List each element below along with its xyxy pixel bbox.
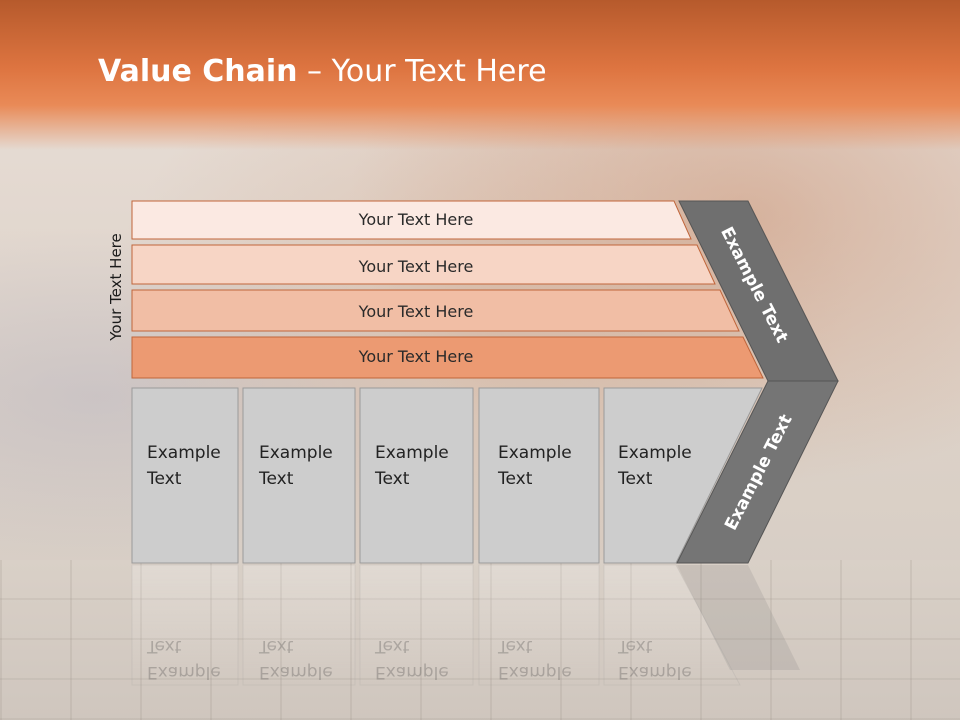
bar-3 <box>131 289 740 332</box>
chevron-reflection <box>677 565 800 670</box>
box-2-line1: Example <box>259 443 333 463</box>
slide-title: Value Chain – Your Text Here <box>98 54 547 89</box>
bar-3-label: Your Text Here <box>358 302 474 321</box>
box-1-refl-line1: Example <box>147 662 221 682</box>
box-4-refl-line1: Example <box>498 662 572 682</box>
bar-1 <box>131 200 692 240</box>
box-5-line2: Text <box>618 469 653 489</box>
box-4-text-reflection: Example Text <box>498 633 572 685</box>
box-3-text: Example Text <box>375 440 449 492</box>
bar-4 <box>131 336 764 379</box>
box-3-line1: Example <box>375 443 449 463</box>
box-5-text: Example Text <box>618 440 692 492</box>
box-5-refl-line2: Text <box>618 636 653 656</box>
bar-1-label: Your Text Here <box>358 210 474 229</box>
box-5 <box>603 387 763 564</box>
box-3 <box>359 387 474 564</box>
box-5-text-reflection: Example Text <box>618 633 692 685</box>
title-rest: – Your Text Here <box>297 54 547 89</box>
box-4 <box>478 387 600 564</box>
chevron-lower <box>676 380 839 564</box>
box-3-refl-line2: Text <box>375 636 410 656</box>
box-4-refl-line2: Text <box>498 636 533 656</box>
box-2-text: Example Text <box>259 440 333 492</box>
box-2-line2: Text <box>259 469 294 489</box>
box-1-refl-line2: Text <box>147 636 182 656</box>
box-2-text-reflection: Example Text <box>259 633 333 685</box>
box-2 <box>242 387 356 564</box>
box-5-line1: Example <box>618 443 692 463</box>
box-3-refl-line1: Example <box>375 662 449 682</box>
box-5-refl-line1: Example <box>618 662 692 682</box>
bar-4-label: Your Text Here <box>358 347 474 366</box>
box-1-line2: Text <box>147 469 182 489</box>
box-4-line1: Example <box>498 443 572 463</box>
box-4-line2: Text <box>498 469 533 489</box>
box-2-refl-line2: Text <box>259 636 294 656</box>
box-1-text-reflection: Example Text <box>147 633 221 685</box>
box-3-text-reflection: Example Text <box>375 633 449 685</box>
title-banner <box>0 0 960 150</box>
title-bold: Value Chain <box>98 54 298 89</box>
box-1 <box>131 387 239 564</box>
box-1-line1: Example <box>147 443 221 463</box>
box-1-text: Example Text <box>147 440 221 492</box>
bar-2 <box>131 244 716 285</box>
box-4-text: Example Text <box>498 440 572 492</box>
box-reflections <box>131 564 741 686</box>
box-3-line2: Text <box>375 469 410 489</box>
box-2-refl-line1: Example <box>259 662 333 682</box>
bar-2-label: Your Text Here <box>358 257 474 276</box>
